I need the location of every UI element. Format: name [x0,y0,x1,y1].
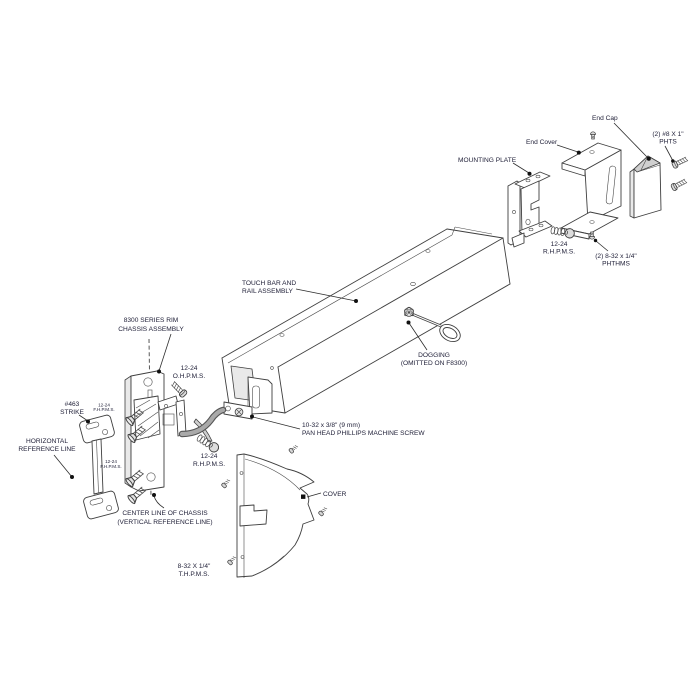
mounting-plate-top-flange [514,171,551,189]
dogging-label-line1: DOGGING [418,352,450,359]
fhpms-top-label-line1: 12-24 [98,403,110,408]
cover-screw [226,554,238,566]
phts-label-line2: PHTS [659,139,677,146]
rail-hole [270,366,274,370]
labels: TOUCH BAR AND RAIL ASSEMBLY 8300 SERIES … [18,115,684,578]
fhpms-bottom-label-line2: F.H.P.M.S. [100,464,121,469]
end-cover-top-screw [590,131,596,140]
rail-hole [425,249,431,253]
end-cover [560,142,622,240]
pan-head-screw-label-line1: 10-32 x 3/8" (9 mm) [302,422,360,429]
cover-screw [220,477,232,489]
end-cap-label: End Cap [592,115,618,122]
leader-lines [53,122,675,509]
latch-block [133,395,161,441]
end-cover-label: End Cover [526,139,558,146]
strike-label-line1: #463 [65,401,80,408]
strike-label-line2: STRIKE [60,409,84,416]
cover-notch [239,504,268,527]
strike-463 [79,414,119,520]
mounting-plate [507,171,553,248]
end-cap [629,155,662,219]
pan-head-screw-label-line2: PAN HEAD PHILLIPS MACHINE SCREW [302,430,425,437]
chassis-hole-bottom [146,472,156,482]
rim-chassis-assembly [124,338,227,498]
ohpms-label-line2: O.H.P.M.S. [173,373,206,380]
dogging-hole [410,281,416,286]
ohpms-label-line1: 12-24 [181,365,198,372]
center-line-label-line1: CENTER LINE OF CHASSIS [122,510,208,517]
chassis-label-line1: 8300 SERIES RIM [124,317,179,324]
touch-bar-rail-assembly [193,226,511,443]
cover [236,453,315,578]
dogging-label-line2: (OMITTED ON F8300) [401,360,467,367]
phts-label-line1: (2) #8 X 1" [652,131,684,138]
cover-screw [288,443,299,455]
rail-hole [279,333,285,337]
strike-bottom-plate [83,490,119,520]
rhpms-right-label-line1: 12-24 [551,241,568,248]
thpms-label-line1: 8-32 X 1/4" [178,563,211,570]
thpms-label-line2: T.H.P.M.S. [179,571,210,578]
rhpms-left-label-line2: R.H.P.M.S. [193,461,225,468]
touch-bar-label-line2: RAIL ASSEMBLY [242,288,294,295]
rhpms-right-label-line2: R.H.P.M.S. [543,249,575,256]
horizontal-ref-label-line1: HORIZONTAL [26,438,68,445]
center-line-label-line2: (VERTICAL REFERENCE LINE) [117,519,212,526]
cover-screw [317,505,329,517]
mounting-plate-label: MOUNTING PLATE [458,157,517,164]
fhpms-top-label-line2: F.H.P.M.S. [93,407,114,412]
phthms-label-line2: PHTHMS [602,261,630,268]
phts-screw [670,177,689,192]
end-cap-fold [633,155,661,173]
phts-screw [670,155,689,170]
dogging-ring [439,323,461,343]
dogging-key [404,306,461,343]
cover-label: COVER [323,491,347,498]
chassis-hole-top [143,377,153,387]
fhpms-bottom-label-line1: 12-24 [105,459,117,464]
touch-bar-label-line1: TOUCH BAR AND [242,280,296,287]
phthms-label-line1: (2) 8-32 x 1/4" [595,253,637,260]
horizontal-ref-label-line2: REFERENCE LINE [18,446,76,453]
chassis-label-line2: CHASSIS ASSEMBLY [118,326,184,333]
ohpms-screw [169,379,189,399]
rhpms-left-label-line1: 12-24 [201,453,218,460]
